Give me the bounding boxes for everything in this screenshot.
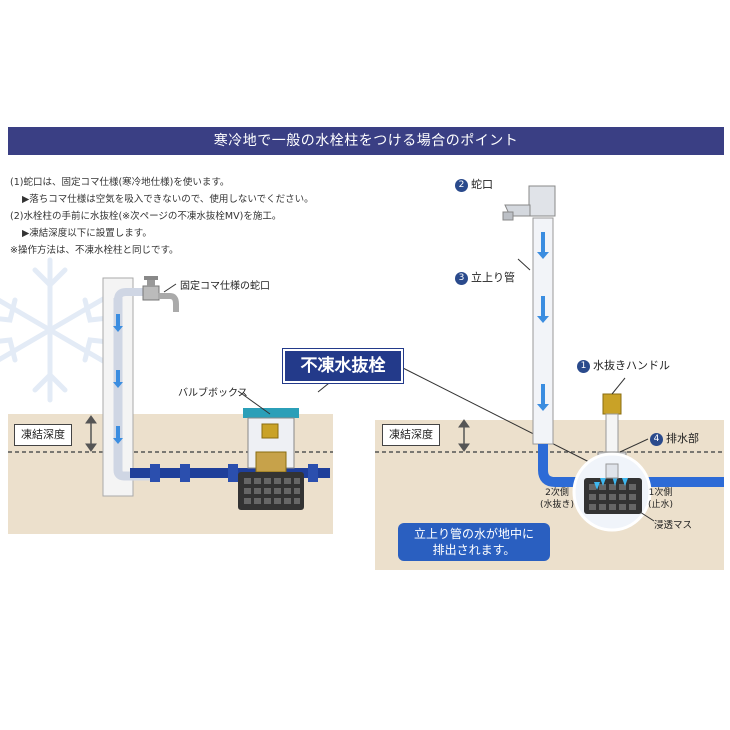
note-1: (1)蛇口は、固定コマ仕様(寒冷地仕様)を使います。 (10, 177, 230, 188)
drainage-bubble: 立上り管の水が地中に 排出されます。 (398, 523, 550, 561)
left-inner-pipe (113, 298, 150, 481)
arrow-down-icon (113, 314, 123, 444)
badge-4: 4 (650, 432, 663, 446)
faucet-leader (163, 283, 177, 293)
faucet-label: 固定コマ仕様の蛇口 (180, 281, 270, 292)
badge-2: 2 (455, 178, 468, 192)
page-title: 寒冷地で一般の水栓柱をつける場合のポイント (8, 127, 724, 155)
right-faucet (502, 185, 556, 221)
frostproof-valve-callout: 不凍水抜栓 (283, 349, 403, 383)
valvebox-leader (237, 390, 271, 415)
note-3: (2)水栓柱の手前に水抜栓(※次ページの不凍水抜栓MV)を施工。 (10, 211, 282, 222)
left-faucet (142, 276, 179, 312)
right-depth-arrow (458, 419, 470, 452)
infiltration-basin (572, 452, 652, 532)
left-frost-depth-label: 凍結深度 (14, 424, 72, 446)
right-main-pipe (538, 444, 724, 487)
basin-label: 浸透マス (654, 520, 693, 531)
left-depth-arrow (85, 415, 97, 452)
note-5: ※操作方法は、不凍水栓柱と同じです。 (10, 245, 179, 256)
primary-side-label: 1次側(止水) (648, 488, 674, 510)
secondary-side-label: 2次側(水抜き) (540, 488, 575, 510)
badge-3: 3 (455, 271, 468, 285)
note-2: ▶落ちコマ仕様は空気を吸入できないので、使用しないでください。 (22, 194, 314, 205)
snowflake-icon (0, 257, 113, 403)
notes-list: (1)蛇口は、固定コマ仕様(寒冷地仕様)を使います。 ▶落ちコマ仕様は空気を吸入… (10, 174, 314, 259)
callout-leader-right (398, 365, 606, 471)
valve-box-label: バルブボックス (178, 388, 248, 399)
badge-1: 1 (577, 359, 590, 373)
right-water-arrows (537, 232, 549, 411)
note-4: ▶凍結深度以下に設置します。 (22, 228, 152, 239)
valve-box (238, 408, 304, 510)
right-frost-depth-label: 凍結深度 (382, 424, 440, 446)
